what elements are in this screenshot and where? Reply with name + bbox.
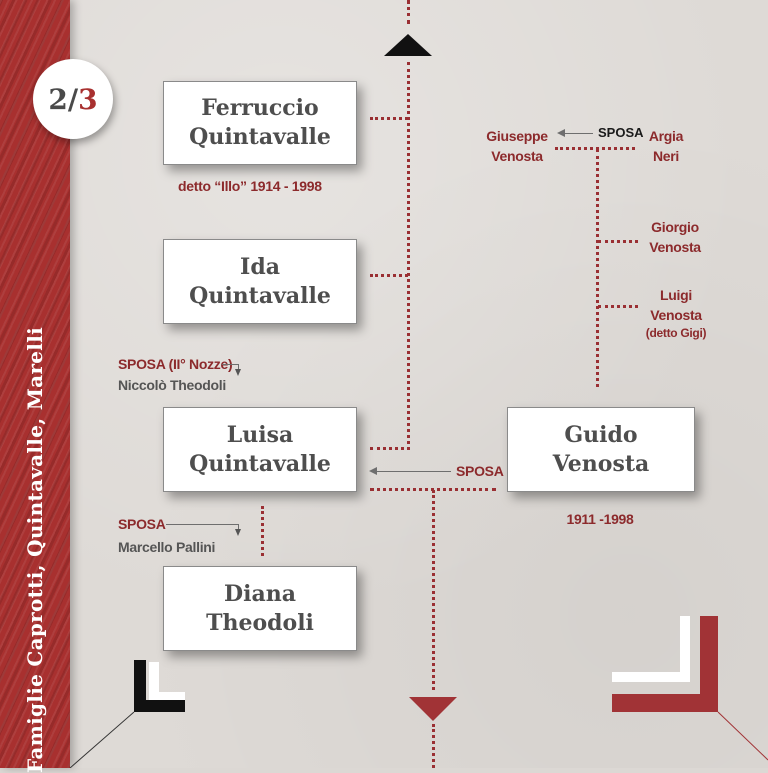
- connector-luisa: [370, 447, 410, 450]
- child-first: Luigi: [660, 287, 692, 303]
- person-card-diana[interactable]: Diana Theodoli: [163, 566, 357, 651]
- venosta-children-line: [596, 149, 599, 387]
- corner-mark-right-icon: [612, 616, 768, 761]
- spouse-label-first: SPOSA: [118, 516, 166, 532]
- spouse-label-second-marriage: SPOSA (II° Nozze): [118, 356, 233, 372]
- spouse-arrow-line: [222, 364, 238, 365]
- page-indicator: 2/3: [33, 59, 113, 139]
- sidebar-title: Famiglie Caprotti, Quintavalle, Marelli: [23, 326, 47, 773]
- connector-ida: [370, 274, 408, 277]
- first-name: Guido: [564, 421, 638, 448]
- last-name: Venosta: [552, 450, 650, 477]
- descendant-line: [432, 490, 435, 690]
- spouse-arrow-line-2: [166, 524, 238, 525]
- venosta-marriage-label: SPOSA: [598, 125, 644, 140]
- arrow-down-icon-2: [235, 529, 241, 536]
- child-luigi: Luigi Venosta (detto Gigi): [636, 285, 716, 341]
- guido-years: 1911 -1998: [566, 511, 634, 527]
- person-card-guido[interactable]: Guido Venosta: [507, 407, 695, 492]
- marriage-arrow-line: [375, 471, 451, 472]
- last-name: Quintavalle: [189, 282, 331, 309]
- child-note: (detto Gigi): [645, 326, 707, 340]
- person-card-ferruccio[interactable]: Ferruccio Quintavalle: [163, 81, 357, 165]
- marriage-line: [370, 488, 496, 491]
- person-card-luisa[interactable]: Luisa Quintavalle: [163, 407, 357, 492]
- connector-luigi: [598, 305, 638, 308]
- mother-first: Argia: [648, 128, 684, 144]
- spouse-name-pallini: Marcello Pallini: [118, 539, 216, 555]
- corner-mark-left-icon: [70, 660, 185, 768]
- connector-ferruccio: [370, 117, 408, 120]
- ferruccio-note: detto “Illo” 1914 - 1998: [178, 178, 322, 194]
- marriage-label-guido: SPOSA: [456, 463, 504, 479]
- first-name: Ferruccio: [201, 95, 319, 121]
- last-name: Quintavalle: [189, 124, 331, 150]
- venosta-marriage-line: [555, 147, 635, 150]
- father-first: Giuseppe: [486, 128, 548, 144]
- first-name: Diana: [224, 580, 296, 607]
- connector-giorgio: [598, 240, 638, 243]
- child-first: Giorgio: [651, 219, 699, 235]
- first-name: Ida: [240, 253, 280, 280]
- mother-name: Argia Neri: [646, 126, 686, 166]
- arrow-down-icon: [235, 369, 241, 376]
- daughter-line: [261, 506, 264, 556]
- child-last: Venosta: [650, 307, 702, 323]
- spouse-arrow-stem: [238, 364, 239, 370]
- father-name: Giuseppe Venosta: [480, 126, 554, 166]
- first-name: Luisa: [226, 421, 294, 448]
- spouse-name-theodoli: Niccolò Theodoli: [118, 377, 226, 393]
- spouse-arrow-stem-2: [238, 524, 239, 530]
- current-page: 2: [48, 82, 68, 116]
- venosta-marriage-arrow: [563, 133, 593, 134]
- arrow-left-icon: [369, 467, 377, 475]
- triangle-up-icon[interactable]: [384, 34, 432, 56]
- arrow-left-icon-2: [557, 129, 565, 137]
- child-giorgio: Giorgio Venosta: [640, 217, 710, 257]
- trunk-line-top: [407, 0, 410, 24]
- total-pages: 3: [78, 82, 98, 116]
- mother-last: Neri: [652, 148, 680, 164]
- father-last: Venosta: [491, 148, 543, 164]
- last-name: Theodoli: [206, 609, 314, 636]
- last-name: Quintavalle: [189, 450, 331, 477]
- page-separator: /: [67, 82, 79, 116]
- person-card-ida[interactable]: Ida Quintavalle: [163, 239, 357, 324]
- trunk-line: [407, 62, 410, 450]
- child-last: Venosta: [649, 239, 701, 255]
- trunk-line-bottom: [432, 724, 435, 768]
- triangle-down-icon[interactable]: [409, 697, 457, 721]
